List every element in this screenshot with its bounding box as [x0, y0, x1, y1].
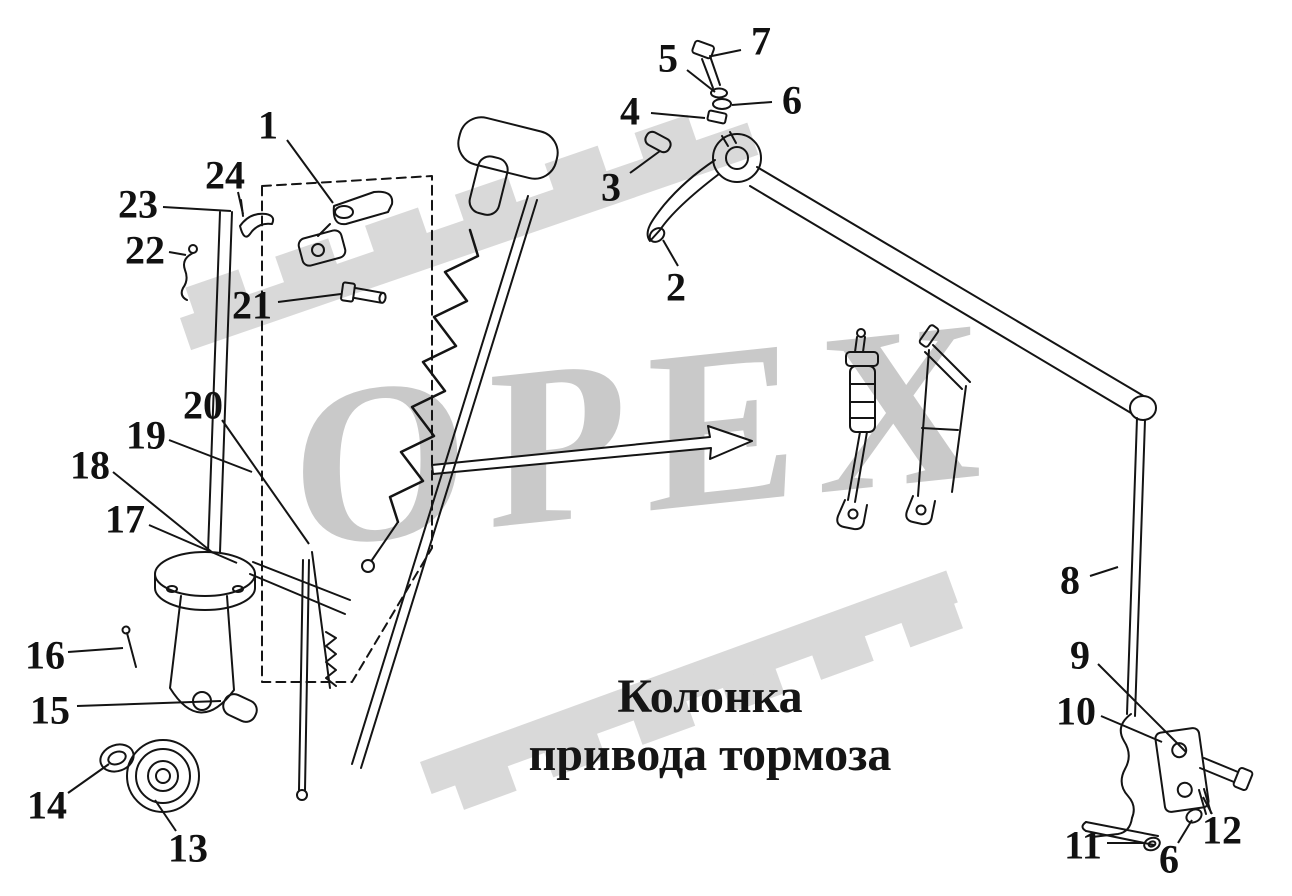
leader-line-19-18	[168, 439, 253, 473]
leader-line-8-7	[1089, 566, 1119, 577]
leader-line-18-17	[112, 471, 214, 554]
leader-line-2-1	[662, 239, 679, 267]
steering-column	[99, 175, 433, 813]
leader-line-22-21	[168, 251, 187, 256]
leader-line-10-9	[1100, 715, 1163, 743]
lever-assembly	[644, 39, 762, 243]
leader-line-4-3	[650, 112, 706, 119]
pointer-arrow	[431, 425, 753, 475]
title-line-2: привода тормоза	[528, 728, 892, 781]
leader-line-15-14	[76, 700, 222, 707]
leader-line-17-16	[148, 524, 238, 564]
leader-line-24-23	[237, 191, 244, 215]
leader-line-1-0	[286, 139, 334, 204]
leader-line-9-8	[1097, 663, 1187, 753]
leader-line-12-11	[1202, 796, 1213, 815]
middle-assembly	[836, 324, 971, 531]
leader-line-21-20	[277, 293, 342, 303]
leader-line-20-19	[221, 419, 310, 545]
diagram-title: Колонка привода тормоза	[462, 668, 958, 784]
leader-line-6-5	[731, 101, 773, 106]
leader-line-6-24	[1177, 819, 1193, 844]
leader-line-14-13	[67, 763, 110, 794]
leader-line-23-22	[162, 206, 232, 212]
leader-line-13-12	[154, 799, 177, 832]
leader-line-5-4	[686, 69, 716, 93]
leader-line-7-6	[711, 49, 742, 57]
leader-line-3-2	[629, 150, 661, 174]
title-line-1: Колонка	[617, 670, 803, 723]
handle-and-boot	[351, 116, 559, 769]
leader-line-16-15	[67, 647, 124, 653]
watermark-gear-bands	[180, 114, 963, 810]
long-rod	[749, 166, 1157, 421]
